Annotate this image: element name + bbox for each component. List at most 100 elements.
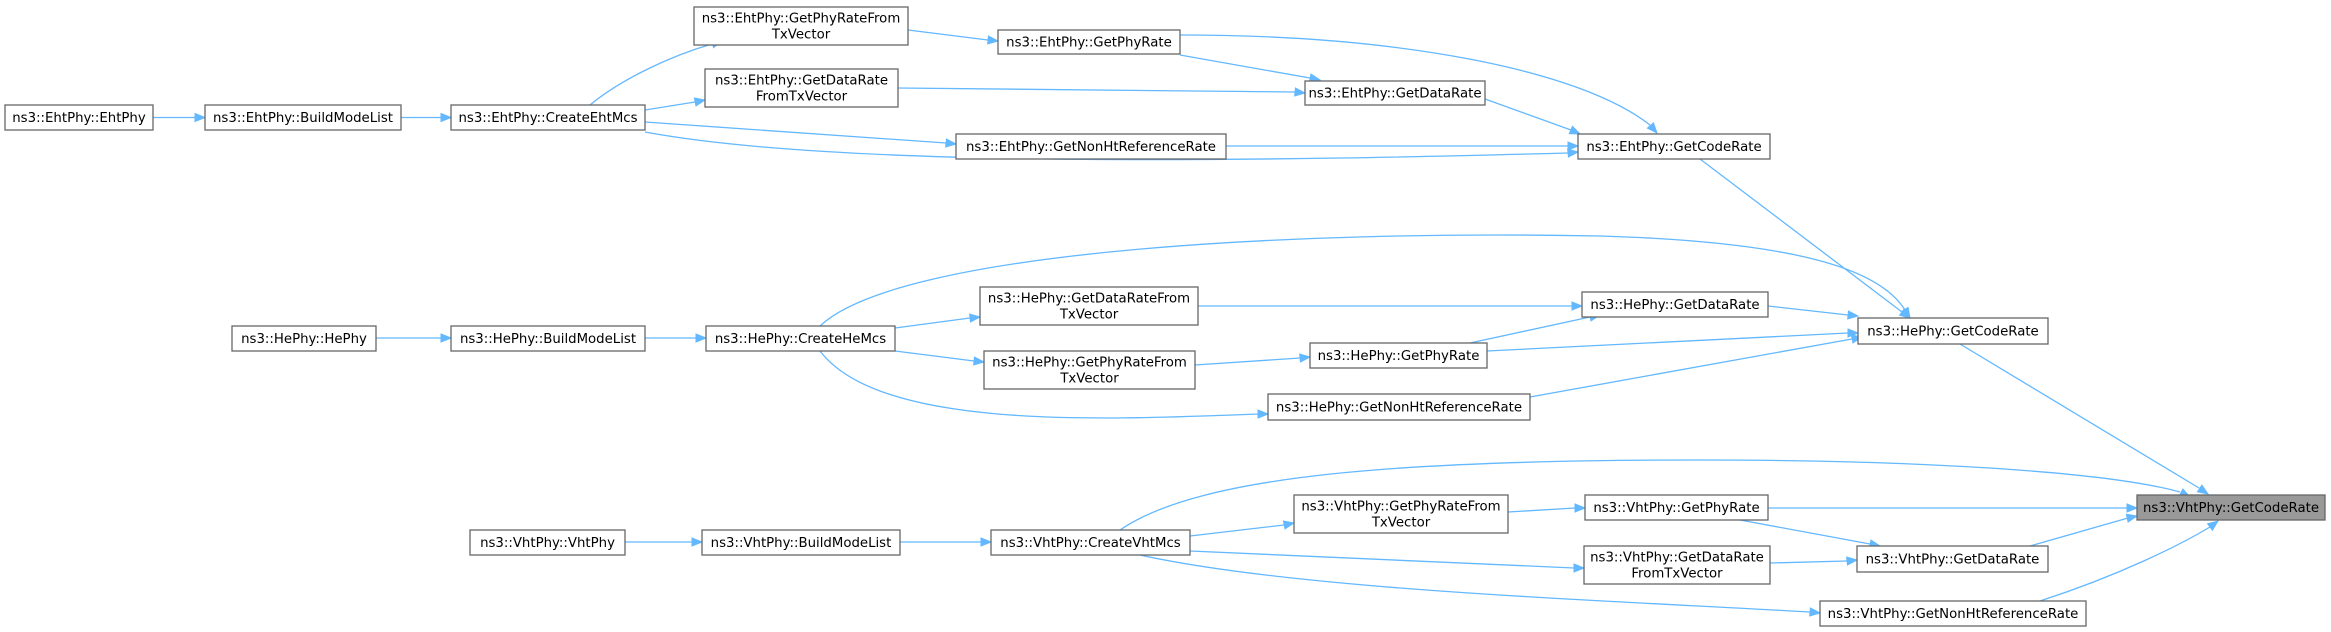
- node-he-phyrate[interactable]: ns3::HePhy::GetPhyRate: [1309, 342, 1488, 369]
- arrowhead: [1574, 503, 1587, 513]
- arrowhead: [194, 112, 207, 123]
- node-vht-datarate[interactable]: ns3::VhtPhy::GetDataRate: [1856, 545, 2049, 573]
- node-vht-ctor[interactable]: ns3::VhtPhy::VhtPhy: [469, 529, 626, 556]
- node-label: ns3::VhtPhy::GetPhyRateFrom: [1301, 500, 1500, 515]
- edge-line: [644, 101, 696, 111]
- node-box: [1581, 291, 1769, 318]
- edge-he-create-to-he-nonht: [819, 350, 1270, 419]
- arrowhead: [1294, 87, 1307, 97]
- edge-he-ctor-to-he-build: [376, 333, 453, 343]
- node-label: ns3::EhtPhy::GetCodeRate: [1586, 140, 1761, 155]
- node-box: [469, 529, 626, 556]
- node-box: [1293, 494, 1509, 534]
- edge-eht-phyrate-tx-to-eht-phyrate: [907, 29, 1000, 45]
- arrowhead: [987, 35, 1000, 45]
- arrowhead: [695, 333, 708, 343]
- nodes-layer: ns3::EhtPhy::EhtPhy ns3::EhtPhy::BuildMod…: [4, 6, 2326, 627]
- node-box: [705, 325, 896, 352]
- edges-layer: [153, 29, 2220, 617]
- edge-eht-phyrate-to-eht-datarate: [1179, 54, 1322, 83]
- node-label: ns3::HePhy::GetNonHtReferenceRate: [1276, 401, 1522, 416]
- edge-line: [1959, 343, 2200, 489]
- node-vht-create[interactable]: ns3::VhtPhy::CreateVhtMcs: [990, 529, 1191, 556]
- node-vht-nonht[interactable]: ns3::VhtPhy::GetNonHtReferenceRate: [1819, 600, 2087, 627]
- edge-line: [1469, 316, 1591, 344]
- node-vht-build[interactable]: ns3::VhtPhy::BuildModeList: [701, 529, 901, 556]
- edge-line: [1507, 507, 1576, 513]
- node-he-datarate[interactable]: ns3::HePhy::GetDataRate: [1581, 291, 1769, 318]
- arrowhead: [2196, 484, 2210, 495]
- node-eht-code[interactable]: ns3::EhtPhy::GetCodeRate: [1577, 133, 1771, 160]
- node-label: ns3::EhtPhy::EhtPhy: [12, 111, 146, 126]
- arrowhead: [2126, 503, 2139, 513]
- node-box: [1267, 393, 1531, 421]
- node-box: [1309, 342, 1488, 369]
- node-eht-nonht[interactable]: ns3::EhtPhy::GetNonHtReferenceRate: [955, 133, 1227, 160]
- node-eht-datarate[interactable]: ns3::EhtPhy::GetDataRate: [1304, 80, 1486, 106]
- arrowhead: [2206, 520, 2220, 532]
- edge-vht-build-to-vht-create: [900, 537, 993, 547]
- node-he-create[interactable]: ns3::HePhy::CreateHeMcs: [705, 325, 896, 352]
- edge-vht-create-to-vht-datarate-tx: [1189, 550, 1586, 573]
- edge-line: [1529, 338, 1853, 398]
- node-box: [1584, 494, 1769, 521]
- edge-vht-ctor-to-vht-build: [625, 537, 704, 547]
- edge-line: [1179, 54, 1311, 79]
- edge-vht-create-to-vht-nonht: [1139, 554, 1822, 617]
- node-eht-build[interactable]: ns3::EhtPhy::BuildModeList: [204, 104, 402, 131]
- node-he-nonht[interactable]: ns3::HePhy::GetNonHtReferenceRate: [1267, 393, 1531, 421]
- edge-line: [819, 234, 1906, 327]
- node-eht-phyrate[interactable]: ns3::EhtPhy::GetPhyRate: [997, 29, 1181, 55]
- edge-eht-nonht-to-eht-code: [1226, 141, 1580, 151]
- node-eht-create[interactable]: ns3::EhtPhy::CreateEhtMcs: [450, 104, 646, 131]
- node-label: ns3::EhtPhy::GetDataRate: [1308, 87, 1481, 102]
- node-box: [1819, 600, 2087, 627]
- arrowhead: [440, 333, 453, 343]
- node-box: [997, 29, 1181, 55]
- edge-eht-create-to-eht-datarate-tx: [644, 97, 707, 111]
- node-he-build[interactable]: ns3::HePhy::BuildModeList: [450, 325, 646, 352]
- arrowhead: [1257, 409, 1270, 419]
- edge-eht-datarate-tx-to-eht-datarate: [897, 87, 1307, 97]
- node-vht-phyrate[interactable]: ns3::VhtPhy::GetPhyRate: [1584, 494, 1769, 521]
- node-eht-ctor[interactable]: ns3::EhtPhy::EhtPhy: [4, 104, 154, 131]
- edge-eht-create-to-eht-nonht: [644, 121, 958, 148]
- arrowhead: [980, 537, 993, 547]
- arrowhead: [1567, 141, 1580, 151]
- node-label: ns3::HePhy::GetDataRate: [1590, 298, 1759, 313]
- arrowhead: [1282, 520, 1296, 530]
- arrowhead: [1299, 353, 1312, 363]
- edge-he-create-to-he-phyrate-tx: [894, 350, 986, 366]
- edge-he-phyrate-to-he-datarate: [1469, 312, 1602, 344]
- node-box: [704, 68, 899, 108]
- node-label: ns3::EhtPhy::GetPhyRate: [1006, 36, 1172, 51]
- node-label: ns3::VhtPhy::CreateVhtMcs: [1000, 536, 1181, 551]
- edge-line: [897, 87, 1296, 93]
- node-box: [450, 104, 646, 131]
- node-he-ctor[interactable]: ns3::HePhy::HePhy: [231, 325, 377, 352]
- node-box: [2136, 494, 2326, 521]
- arrowhead: [440, 112, 453, 123]
- node-box: [4, 104, 154, 131]
- edge-eht-datarate-to-eht-code: [1484, 98, 1582, 135]
- node-label: ns3::VhtPhy::GetDataRate: [1866, 553, 2040, 568]
- arrowhead: [691, 537, 704, 547]
- node-label: TxVector: [1059, 308, 1119, 323]
- node-box: [450, 325, 646, 352]
- edge-line: [1194, 357, 1301, 366]
- edge-he-code-to-vht-code: [1959, 343, 2210, 495]
- arrowhead: [1646, 121, 1658, 135]
- edge-line: [1699, 158, 1903, 313]
- arrowhead: [1809, 607, 1822, 617]
- node-box: [204, 104, 402, 131]
- node-vht-code[interactable]: ns3::VhtPhy::GetCodeRate: [2136, 494, 2326, 521]
- node-he-code[interactable]: ns3::HePhy::GetCodeRate: [1857, 317, 2049, 345]
- edge-eht-create-to-eht-phyrate-tx: [589, 39, 724, 106]
